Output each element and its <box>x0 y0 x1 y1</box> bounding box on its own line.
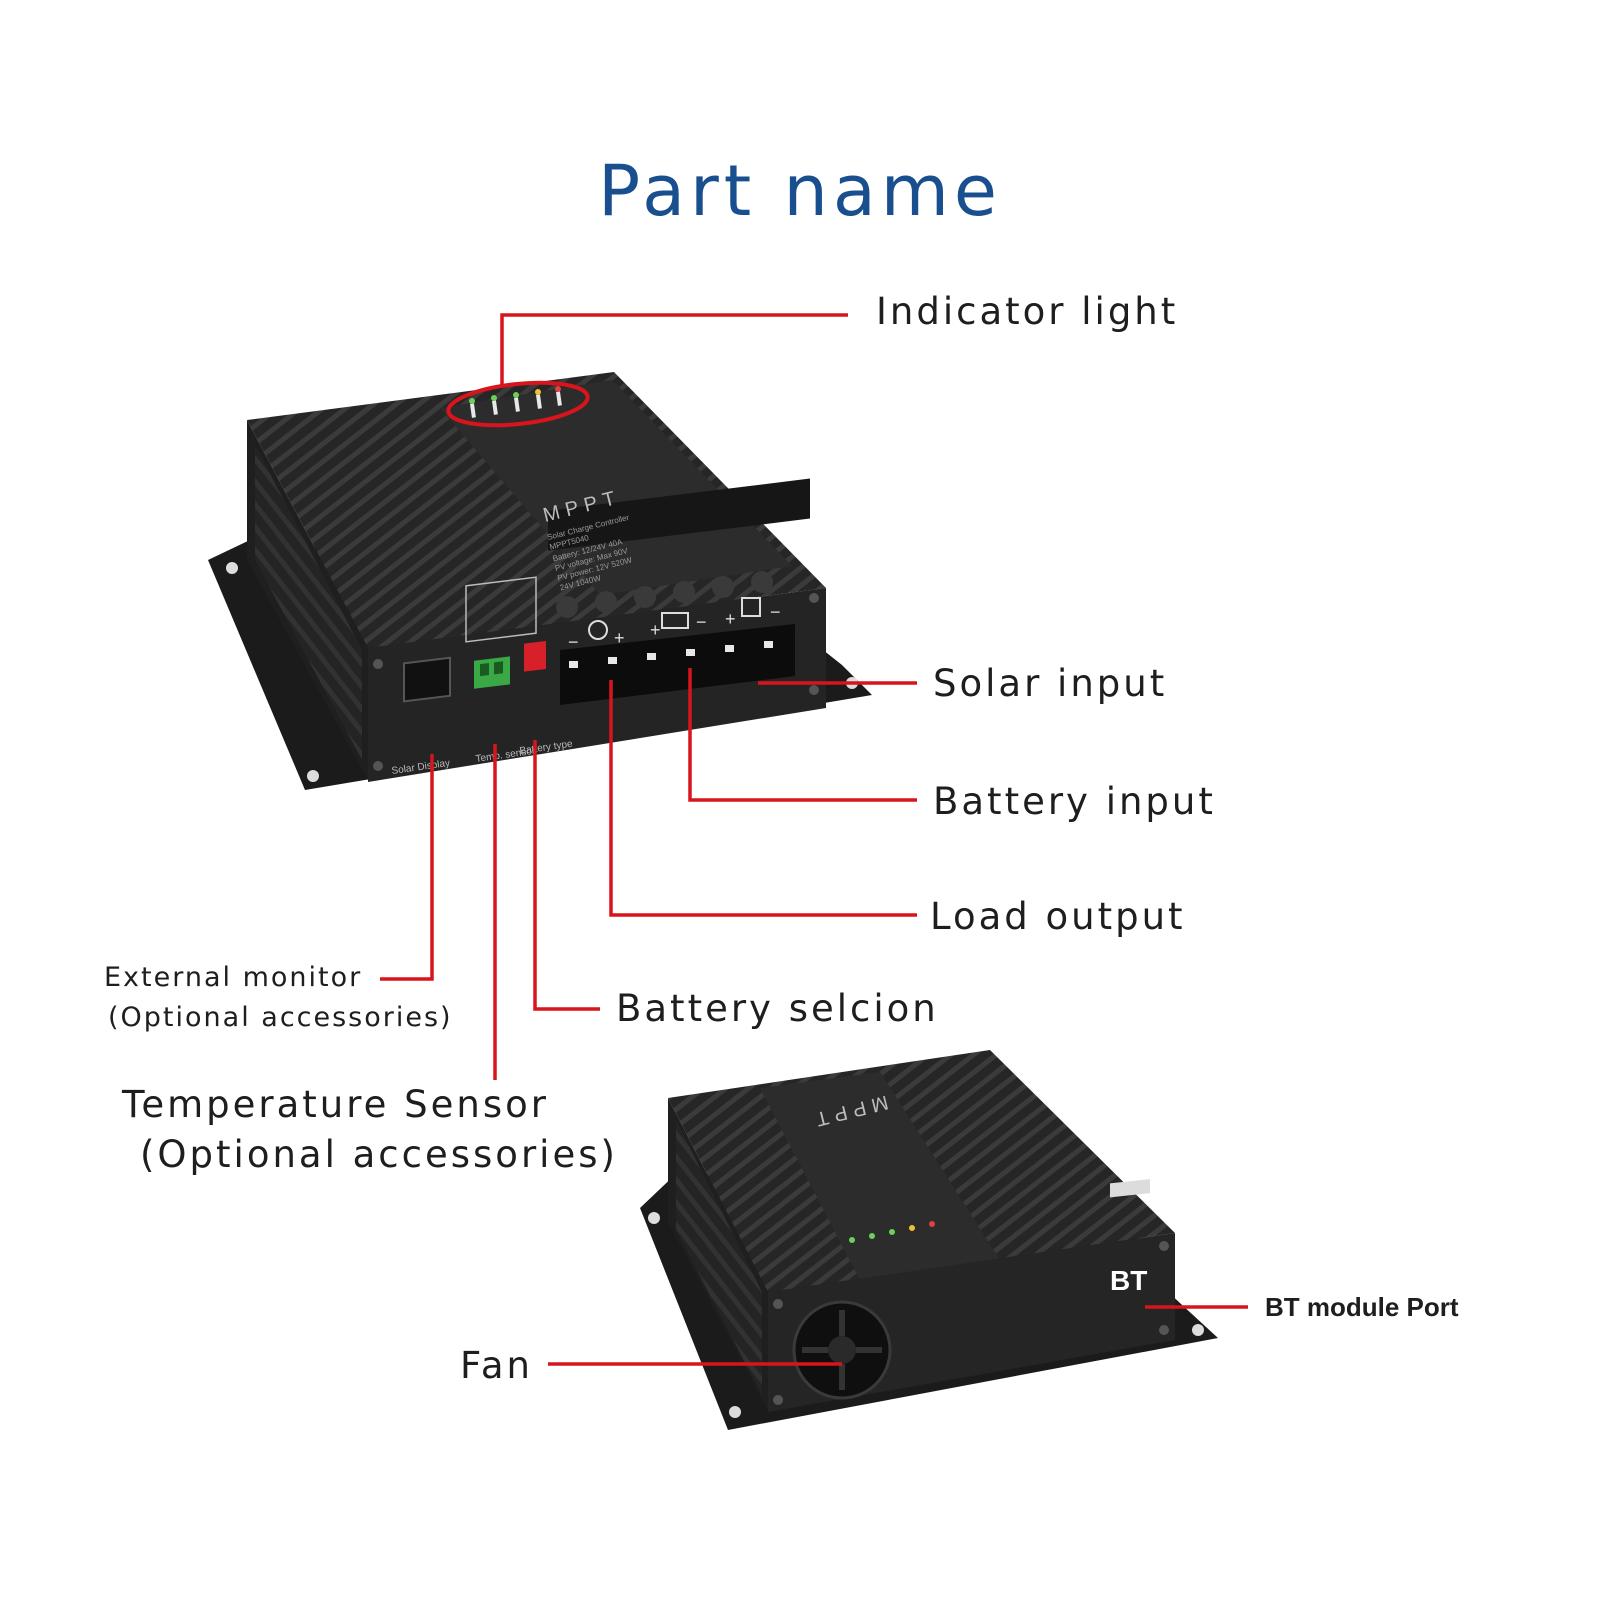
leader-external-monitor <box>380 754 434 981</box>
svg-text:−: − <box>770 602 781 622</box>
terminal-slots <box>560 624 795 705</box>
solar-display-port <box>403 656 451 703</box>
svg-text:+: + <box>725 609 736 629</box>
leader-battery-selection <box>533 740 600 1011</box>
svg-text:+: + <box>650 620 661 640</box>
flange-hole <box>307 770 319 782</box>
label-panel <box>760 1072 1000 1280</box>
svg-text:−: − <box>568 632 579 652</box>
indicator-leds <box>849 1221 935 1243</box>
temp-sensor-port <box>474 656 510 689</box>
solar-panel-icon <box>741 597 761 617</box>
leader-load-output <box>609 680 917 917</box>
svg-text:−: − <box>696 612 707 632</box>
flange-hole <box>729 1406 741 1418</box>
label-external-monitor-note: (Optional accessories) <box>108 1002 453 1033</box>
load-bulb-icon <box>588 620 608 640</box>
flange-hole <box>648 1212 660 1224</box>
battery-symbol-icon <box>661 612 689 629</box>
label-panel <box>440 380 792 595</box>
label-temperature-sensor-note: (Optional accessories) <box>140 1133 618 1176</box>
terminal-contacts <box>569 641 773 668</box>
flange-hole <box>1192 1324 1204 1336</box>
label-battery-selection: Battery selcion <box>616 987 939 1030</box>
leader-indicator-light <box>500 313 848 385</box>
label-indicator-light: Indicator light <box>876 290 1179 333</box>
terminal-polarity-marks: − + + − + − <box>568 597 781 652</box>
indicator-highlight-ring <box>446 380 590 428</box>
leader-battery-input <box>688 668 917 802</box>
label-load-output: Load output <box>930 895 1186 938</box>
terminal-block <box>548 478 810 551</box>
indicator-leds <box>469 386 562 418</box>
label-solar-input: Solar input <box>933 662 1168 705</box>
bt-module-port <box>1110 1179 1150 1198</box>
leader-lines <box>380 313 1248 1366</box>
controller-front-view: − + + − + − MPPT Solar <box>208 372 872 790</box>
controller-rear-view: MPPT BT <box>640 1050 1218 1430</box>
fan-icon <box>828 1336 856 1364</box>
flange-hole <box>226 562 238 574</box>
label-temperature-sensor: Temperature Sensor <box>122 1083 549 1126</box>
svg-text:+: + <box>614 628 625 648</box>
bt-badge: BT <box>1110 1265 1147 1296</box>
terminal-screws <box>556 571 773 618</box>
label-bt-module-port: BT module Port <box>1265 1292 1459 1322</box>
label-external-monitor: External monitor <box>104 962 363 993</box>
label-battery-input: Battery input <box>933 780 1216 823</box>
battery-type-table <box>465 576 537 643</box>
page-title: Part name <box>598 150 1002 232</box>
battery-type-switch <box>524 640 546 672</box>
housing-side-fins <box>676 1120 762 1395</box>
label-fan: Fan <box>460 1344 534 1387</box>
housing-side-fins <box>255 445 362 760</box>
